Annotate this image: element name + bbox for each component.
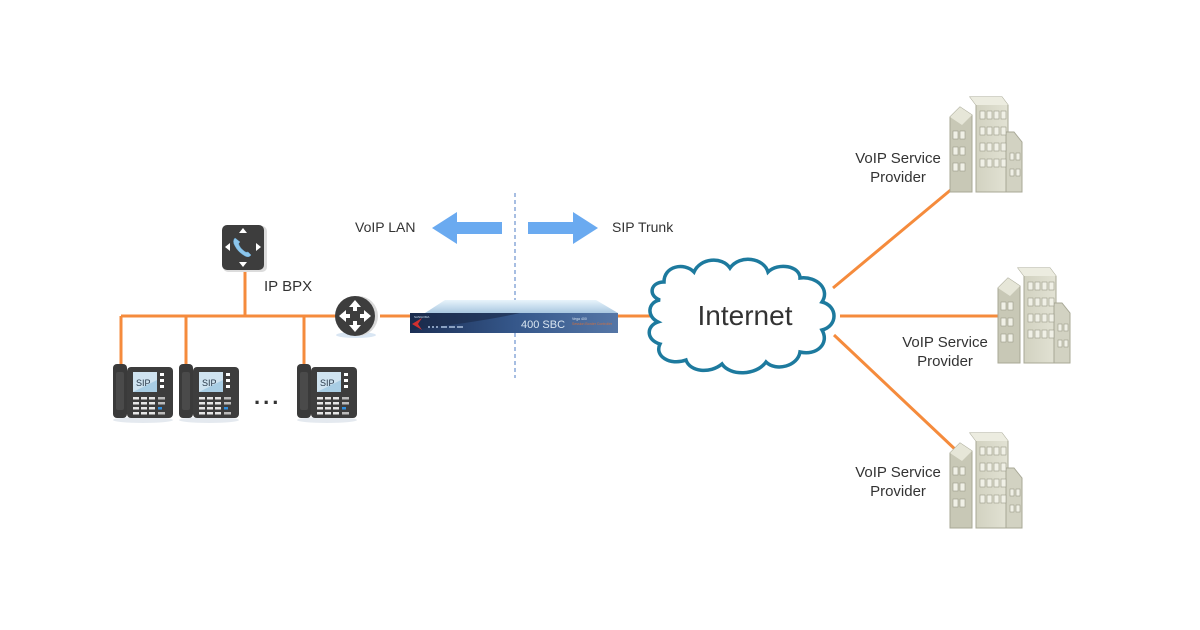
voip-lan-label: VoIP LAN [355,219,415,235]
provider-3-line2: Provider [870,483,926,500]
ip-pbx-device[interactable] [222,225,267,272]
internet-provider1-line [832,186,954,290]
building-icon [997,267,1071,364]
arrow-left-icon [432,212,502,244]
building-icon [949,96,1023,193]
ip-pbx-label: IP BPX [264,278,312,295]
voip-provider-3[interactable]: VoIP Service Provider [855,432,1023,529]
phone-screen-label: SIP [136,378,151,388]
provider-1-line1: VoIP Service [855,150,941,167]
router-arrows-icon [339,300,371,332]
sbc-sub1-label: Vega 400 [572,317,587,321]
internet-provider3-line [832,333,960,454]
more-phones-ellipsis: ... [254,384,281,409]
sbc-appliance[interactable]: SANGOMA 400 SBC Vega 400 Session Border … [410,300,618,333]
sbc-sub2-label: Session Border Controller [572,322,613,326]
provider-2-line1: VoIP Service [902,334,988,351]
network-links [119,186,1000,454]
sip-phone[interactable]: SIP [179,364,239,423]
phone-screen-label: SIP [320,378,335,388]
phone-handset-icon [233,237,252,258]
router-device[interactable] [335,296,378,338]
internet-cloud[interactable]: Internet [647,257,836,375]
sip-phone[interactable]: SIP [297,364,357,423]
internet-label: Internet [698,300,793,331]
voip-provider-2[interactable]: VoIP Service Provider [902,267,1071,370]
sangoma-logo-icon [412,318,422,330]
provider-2-line2: Provider [917,353,973,370]
building-icon [949,432,1023,529]
pbx-arrows-icon [225,228,261,267]
provider-3-line1: VoIP Service [855,464,941,481]
phone-screen-label: SIP [202,378,217,388]
arrow-right-icon [528,212,598,244]
sip-phone[interactable]: SIP [113,364,173,423]
voip-provider-1[interactable]: VoIP Service Provider [855,96,1023,193]
provider-1-line2: Provider [870,169,926,186]
sbc-model-label: 400 SBC [521,319,565,331]
sip-trunk-label: SIP Trunk [612,219,674,235]
sbc-brand-label: SANGOMA [414,315,429,319]
